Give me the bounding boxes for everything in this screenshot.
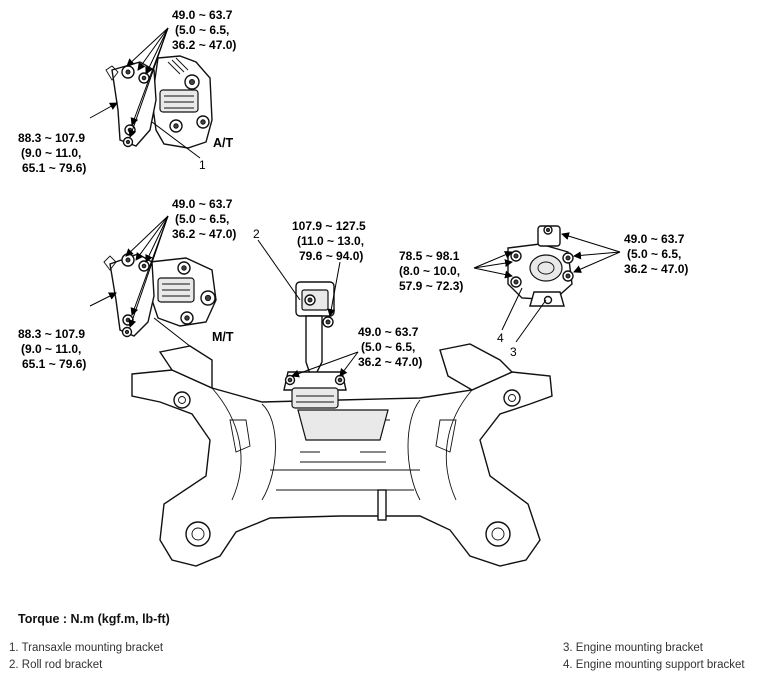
- engine-left-torque: 78.5 ~ 98.1 (8.0 ~ 10.0, 57.9 ~ 72.3): [399, 249, 463, 293]
- engine-left-leaders: [473, 251, 513, 279]
- callout-3-leader: [515, 299, 547, 343]
- roll-rod-base-leaders: [291, 351, 359, 378]
- at-top-leaders: [126, 27, 169, 138]
- at-label: A/T: [213, 136, 234, 150]
- callout-3: 3: [510, 345, 517, 359]
- at-left-torque: 88.3 ~ 107.9 (9.0 ~ 11.0, 65.1 ~ 79.6): [18, 131, 88, 175]
- legend-item-2: 2. Roll rod bracket: [9, 659, 103, 671]
- legend-item-4: 4. Engine mounting support bracket: [563, 659, 745, 671]
- mounting-diagram: A/T 1 49.0 ~ 63.7 (5.0 ~ 6.5, 36.2 ~ 47.…: [18, 8, 688, 567]
- callout-4-leader: [501, 287, 523, 331]
- callout-2-leader: [257, 239, 301, 301]
- roll-rod-bracket: [283, 281, 347, 409]
- engine-mounting-bracket: [507, 225, 574, 307]
- engine-right-torque: 49.0 ~ 63.7 (5.0 ~ 6.5, 36.2 ~ 47.0): [624, 232, 688, 276]
- mt-top-torque: 49.0 ~ 63.7 (5.0 ~ 6.5, 36.2 ~ 47.0): [172, 197, 236, 241]
- roll-rod-base-torque: 49.0 ~ 63.7 (5.0 ~ 6.5, 36.2 ~ 47.0): [358, 325, 422, 369]
- engine-right-leaders: [561, 232, 621, 273]
- callout-4: 4: [497, 331, 504, 345]
- sub-frame: [131, 343, 553, 567]
- roll-rod-top-leader: [327, 261, 341, 317]
- mt-transaxle-bracket: [103, 253, 217, 338]
- callout-2: 2: [253, 227, 260, 241]
- callout-1-leader-top: [151, 121, 201, 159]
- mt-label: M/T: [212, 330, 234, 344]
- mt-left-torque: 88.3 ~ 107.9 (9.0 ~ 11.0, 65.1 ~ 79.6): [18, 327, 88, 371]
- legend-item-1: 1. Transaxle mounting bracket: [9, 642, 164, 654]
- mt-top-leaders: [125, 215, 169, 328]
- roll-rod-top-torque: 107.9 ~ 127.5 (11.0 ~ 13.0, 79.6 ~ 94.0): [292, 219, 369, 263]
- mt-left-leader: [89, 292, 117, 307]
- at-left-leader: [89, 102, 118, 119]
- at-top-torque: 49.0 ~ 63.7 (5.0 ~ 6.5, 36.2 ~ 47.0): [172, 8, 236, 52]
- callout-1-top: 1: [199, 158, 206, 172]
- torque-units-title: Torque : N.m (kgf.m, lb-ft): [18, 612, 170, 626]
- legend-item-3: 3. Engine mounting bracket: [563, 642, 704, 654]
- at-transaxle-bracket: [105, 55, 213, 149]
